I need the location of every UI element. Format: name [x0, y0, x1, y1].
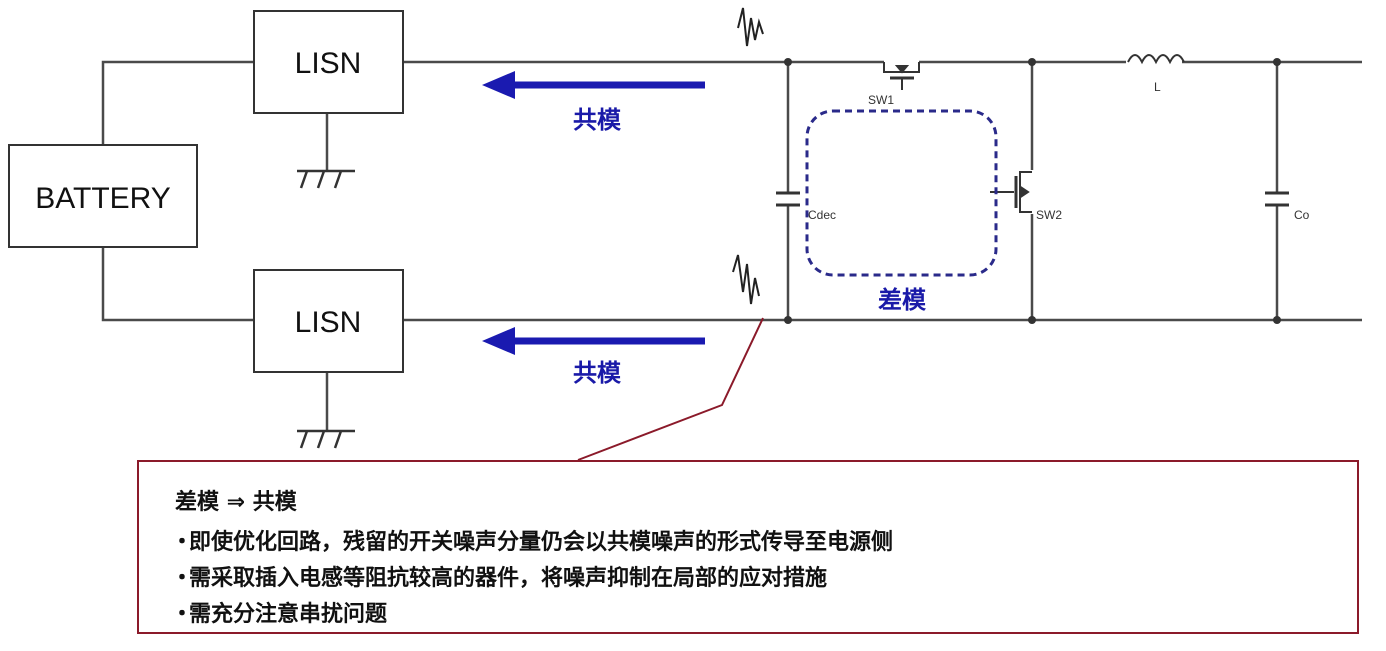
battery-box: [8, 144, 198, 248]
bullet-dot: ・: [171, 602, 194, 627]
battery-bottom-wire: [101, 247, 254, 322]
inductor-label: L: [1154, 80, 1161, 94]
bullet-dot: ・: [171, 566, 194, 591]
battery-label: BATTERY: [35, 182, 171, 215]
battery-top-wire: [101, 60, 254, 145]
common-mode-label-top: 共模: [573, 106, 622, 134]
co-capacitor-symbol: [1265, 191, 1289, 207]
note-title: 差模 ⇒ 共模: [175, 490, 297, 515]
lisn-top-label: LISN: [295, 47, 362, 80]
differential-mode-label: 差模: [878, 286, 927, 314]
sw1-mosfet-symbol: [883, 58, 920, 90]
note-bullet-text: 即使优化回路，残留的开关噪声分量仍会以共模噪声的形式传导至电源侧: [189, 530, 894, 555]
note-callout-box: 差模 ⇒ 共模 ・即使优化回路，残留的开关噪声分量仍会以共模噪声的形式传导至电源…: [137, 460, 1359, 634]
sw2-mosfet-symbol: [990, 170, 1037, 214]
co-label: Co: [1294, 208, 1310, 222]
common-mode-arrow-bottom: [482, 327, 705, 355]
note-bullet-1: ・即使优化回路，残留的开关噪声分量仍会以共模噪声的形式传导至电源侧: [171, 524, 893, 556]
lisn-top-box: [253, 10, 404, 114]
differential-mode-loop: [805, 109, 998, 277]
lisn-bottom-label: LISN: [295, 306, 362, 339]
junction-dots: [784, 58, 1281, 324]
note-bullet-text: 需充分注意串扰问题: [189, 602, 388, 627]
sw2-label: SW2: [1036, 208, 1062, 222]
common-mode-arrow-top: [482, 71, 705, 99]
noise-waveform-bottom: [732, 254, 760, 305]
note-bullet-text: 需采取插入电感等阻抗较高的器件，将噪声抑制在局部的应对措施: [189, 566, 828, 591]
callout-pointer-line: [577, 317, 764, 461]
ground-symbol-bottom: [297, 429, 355, 449]
lisn-bottom-box: [253, 269, 404, 373]
cdec-label: Cdec: [808, 208, 836, 222]
noise-waveform-top: [737, 7, 764, 47]
common-mode-label-bottom: 共模: [573, 359, 622, 387]
note-bullet-2: ・需采取插入电感等阻抗较高的器件，将噪声抑制在局部的应对措施: [171, 560, 827, 592]
note-bullet-3: ・需充分注意串扰问题: [171, 596, 387, 628]
ground-symbol-top: [297, 169, 355, 189]
cdec-capacitor-symbol: [776, 191, 800, 207]
inductor-symbol: [1126, 50, 1185, 65]
bullet-dot: ・: [171, 530, 194, 555]
sw1-label: SW1: [868, 93, 894, 107]
